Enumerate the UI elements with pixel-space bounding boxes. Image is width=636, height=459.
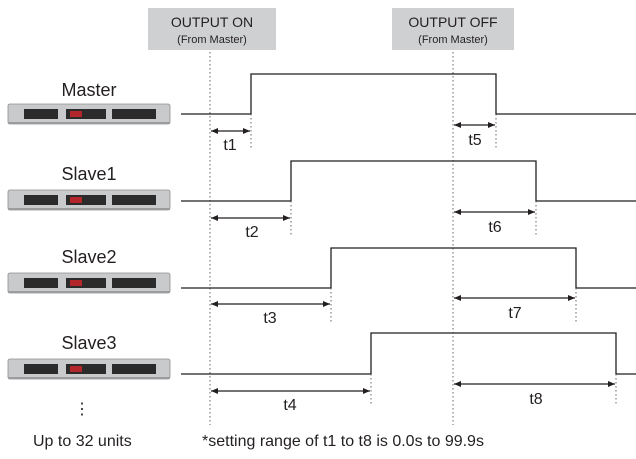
t8-label: t8: [529, 391, 542, 408]
output-off-title: OUTPUT OFF: [408, 14, 497, 30]
slave2-signal: [181, 247, 636, 289]
t1-label: t1: [223, 137, 236, 154]
continuation-dots: ⋮: [74, 401, 90, 418]
power-supply-icon: [7, 358, 171, 380]
output-off-subtitle: (From Master): [418, 34, 488, 46]
device-label: Slave3: [61, 333, 116, 353]
device-label: Slave1: [61, 164, 116, 184]
output-off-event: OUTPUT OFF (From Master): [392, 8, 514, 50]
t2-label: t2: [245, 224, 258, 241]
t5-label: t5: [468, 132, 481, 149]
device-label: Master: [61, 80, 116, 100]
device-row-slave3: Slave3 t4 t8: [7, 332, 636, 414]
t7-label: t7: [508, 305, 521, 322]
device-row-slave1: Slave1 t2 t6: [7, 160, 636, 241]
units-note: Up to 32 units: [33, 433, 132, 450]
t3-label: t3: [263, 310, 276, 327]
range-note: *setting range of t1 to t8 is 0.0s to 99…: [202, 433, 484, 450]
t6-label: t6: [488, 219, 501, 236]
device-row-slave2: Slave2 t3 t7: [7, 247, 636, 327]
output-on-subtitle: (From Master): [177, 34, 247, 46]
device-row-master: Master t1 t5: [7, 73, 636, 154]
output-on-event: OUTPUT ON (From Master): [148, 8, 276, 50]
power-supply-icon: [7, 272, 171, 294]
master-signal: [181, 73, 636, 115]
output-on-title: OUTPUT ON: [171, 14, 253, 30]
power-supply-icon: [7, 103, 171, 125]
slave3-signal: [181, 332, 636, 375]
power-supply-icon: [7, 189, 171, 211]
device-label: Slave2: [61, 247, 116, 267]
slave1-signal: [181, 160, 636, 202]
t4-label: t4: [283, 397, 296, 414]
